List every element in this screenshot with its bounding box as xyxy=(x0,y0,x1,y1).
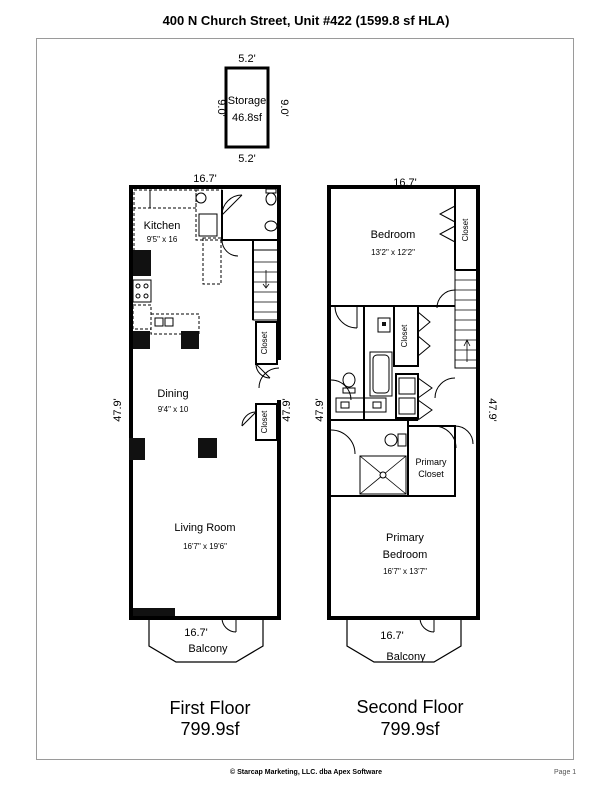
primary-closet-line1: Primary xyxy=(416,457,447,467)
kitchen-size: 9'5" x 16 xyxy=(147,235,178,244)
bedroom-size: 13'2" x 12'2" xyxy=(371,248,415,257)
primary-bedroom-line1: Primary xyxy=(386,532,424,544)
storage-unit: 5.2' 5.2' Storage 46.8sf 9.0' 9.0' xyxy=(215,53,290,165)
second-floor-plan: Closet Closet xyxy=(314,177,498,663)
page-frame xyxy=(36,38,574,760)
first-floor-closet-upper: Closet xyxy=(260,331,269,354)
storage-bottom-dim: 5.2' xyxy=(238,153,255,165)
second-floor-title: Second Floor xyxy=(356,697,463,717)
living-room-name: Living Room xyxy=(174,522,235,534)
page-number: Page 1 xyxy=(554,769,577,776)
second-floor-left-dim: 47.9' xyxy=(314,398,326,422)
kitchen-name: Kitchen xyxy=(144,220,181,232)
primary-bedroom-line2: Bedroom xyxy=(383,549,428,561)
bedroom-closet-label: Closet xyxy=(461,218,470,241)
second-floor-top-dim: 16.7' xyxy=(393,177,417,189)
first-floor-closet-lower: Closet xyxy=(260,410,269,433)
first-floor-area: 799.9sf xyxy=(180,719,240,739)
second-floor-balcony-dim: 16.7' xyxy=(380,630,404,642)
primary-bedroom-size: 16'7" x 13'7" xyxy=(383,567,427,576)
bedroom-name: Bedroom xyxy=(371,229,416,241)
living-room-size: 16'7" x 19'6" xyxy=(183,542,227,551)
first-floor-left-dim: 47.9' xyxy=(112,398,124,422)
primary-closet-line2: Closet xyxy=(418,469,444,479)
storage-top-dim: 5.2' xyxy=(238,53,255,65)
storage-label: Storage xyxy=(228,95,267,107)
first-floor-plan: Closet Closet 16.7' Kitchen 9'5" x 16 Di… xyxy=(112,173,293,663)
second-floor-right-dim: 47.9' xyxy=(486,398,498,422)
storage-area: 46.8sf xyxy=(232,112,263,124)
first-floor-title: First Floor xyxy=(170,698,251,718)
page-title: 400 N Church Street, Unit #422 (1599.8 s… xyxy=(162,13,450,28)
dining-name: Dining xyxy=(157,388,188,400)
second-floor-area: 799.9sf xyxy=(380,719,440,739)
middle-closet-label: Closet xyxy=(400,324,409,347)
storage-right-dim: 9.0' xyxy=(278,99,290,116)
first-floor-top-dim: 16.7' xyxy=(193,173,217,185)
second-floor-balcony-label: Balcony xyxy=(386,651,426,663)
dining-size: 9'4" x 10 xyxy=(158,405,189,414)
first-floor-right-dim: 47.9' xyxy=(281,398,293,422)
first-floor-balcony-label: Balcony xyxy=(188,643,228,655)
first-floor-balcony-dim: 16.7' xyxy=(184,627,208,639)
storage-left-dim: 9.0' xyxy=(215,99,227,116)
copyright-text: © Starcap Marketing, LLC. dba Apex Softw… xyxy=(230,769,382,776)
